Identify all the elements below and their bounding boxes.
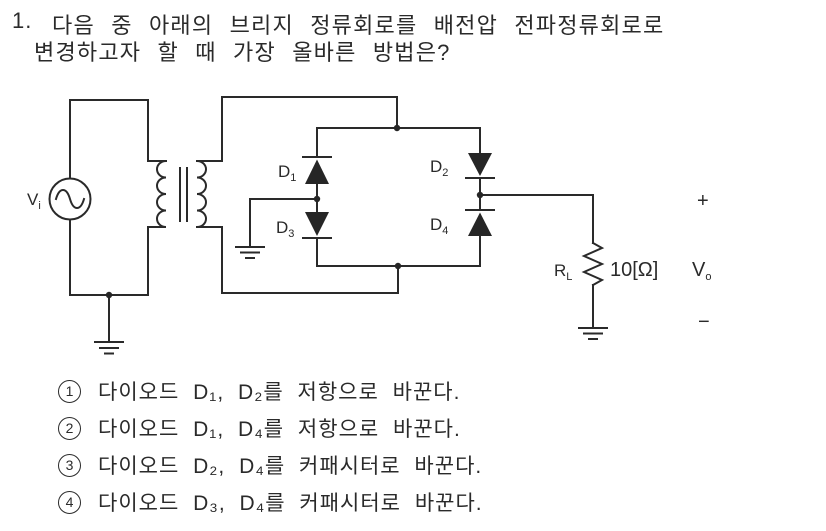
diode-d2: D2 <box>430 127 495 211</box>
question-text-line2: 변경하고자 할 때 가장 올바른 방법은? <box>34 40 451 65</box>
option-2-text: 다이오드 D₁, D₄를 저항으로 바꾼다. <box>98 418 461 441</box>
diode-d3: D3 <box>276 212 332 267</box>
d1-label: D1 <box>278 162 296 184</box>
option-row-3[interactable]: 3 다이오드 D₂, D₄를 커패시터로 바꾼다. <box>58 450 482 480</box>
option-row-2[interactable]: 2 다이오드 D₁, D₄를 저항으로 바꾼다. <box>58 413 461 443</box>
secondary-wiring <box>196 96 399 294</box>
option-4-text: 다이오드 D₃, D₄를 커패시터로 바꾼다. <box>98 492 483 515</box>
source-label: Vi <box>27 190 41 212</box>
load-resistor: RL 10[Ω] <box>479 194 658 340</box>
d4-label: D4 <box>430 215 448 237</box>
option-1-circle: 1 <box>58 379 81 403</box>
option-3-circle: 3 <box>58 453 81 477</box>
d3-label: D3 <box>276 218 294 240</box>
option-row-4[interactable]: 4 다이오드 D₃, D₄를 커패시터로 바꾼다. <box>58 487 483 517</box>
diode-d1: D1 <box>278 127 332 213</box>
ground-icon <box>94 294 124 355</box>
bridge-rectifier-circuit-diagram: Vi D1 D3 D2 <box>27 96 711 355</box>
output-annotations: + Vo − <box>692 190 711 333</box>
option-2-circle: 2 <box>58 416 81 440</box>
option-4-circle: 4 <box>58 490 81 514</box>
minus-sign: − <box>698 311 710 333</box>
secondary-coil <box>195 159 207 229</box>
option-row-1[interactable]: 1 다이오드 D₁, D₂를 저항으로 바꾼다. <box>58 376 460 406</box>
d2-label: D2 <box>430 157 448 179</box>
question-number: 1. <box>12 8 33 33</box>
junction-dots <box>105 124 484 299</box>
diode-d4: D4 <box>430 209 495 267</box>
sine-wave-icon <box>54 189 86 209</box>
load-ground-icon <box>578 327 608 340</box>
rl-label: RL <box>554 261 572 283</box>
vo-label: Vo <box>692 259 711 283</box>
option-3-text: 다이오드 D₂, D₄를 커패시터로 바꾼다. <box>98 455 483 478</box>
primary-coil <box>147 159 168 296</box>
transformer-core <box>179 167 188 222</box>
option-1-text: 다이오드 D₁, D₂를 저항으로 바꾼다. <box>98 381 461 404</box>
bridge-ground-icon <box>235 198 318 259</box>
resistor-zigzag <box>581 241 605 287</box>
plus-sign: + <box>697 190 709 212</box>
question-text-line1: 다음 중 아래의 브리지 정류회로를 배전압 전파정류회로로 <box>52 13 665 38</box>
load-value-label: 10[Ω] <box>610 259 658 281</box>
ac-source: Vi <box>27 99 167 296</box>
transformer <box>147 159 207 296</box>
